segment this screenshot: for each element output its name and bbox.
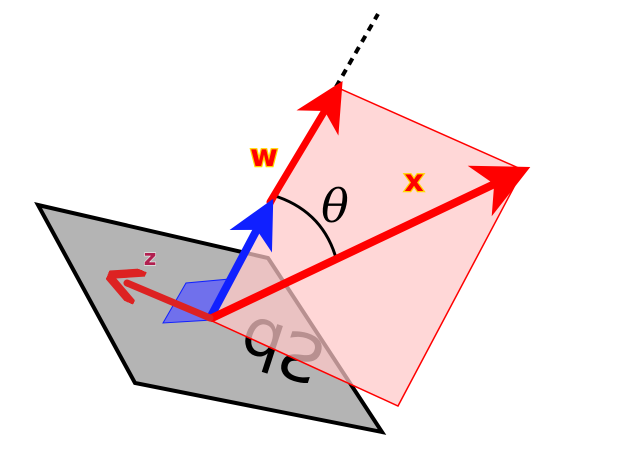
theta-label: θ	[321, 179, 349, 233]
vector-w	[266, 80, 343, 206]
w-label: w	[250, 139, 278, 174]
angle-arc	[271, 193, 338, 259]
normal-vector	[206, 198, 274, 320]
x-label: x	[404, 164, 423, 199]
vector-z	[127, 283, 214, 322]
z-label: z	[144, 246, 157, 271]
vector-x	[208, 165, 531, 322]
dashed-extension-line	[334, 13, 380, 88]
